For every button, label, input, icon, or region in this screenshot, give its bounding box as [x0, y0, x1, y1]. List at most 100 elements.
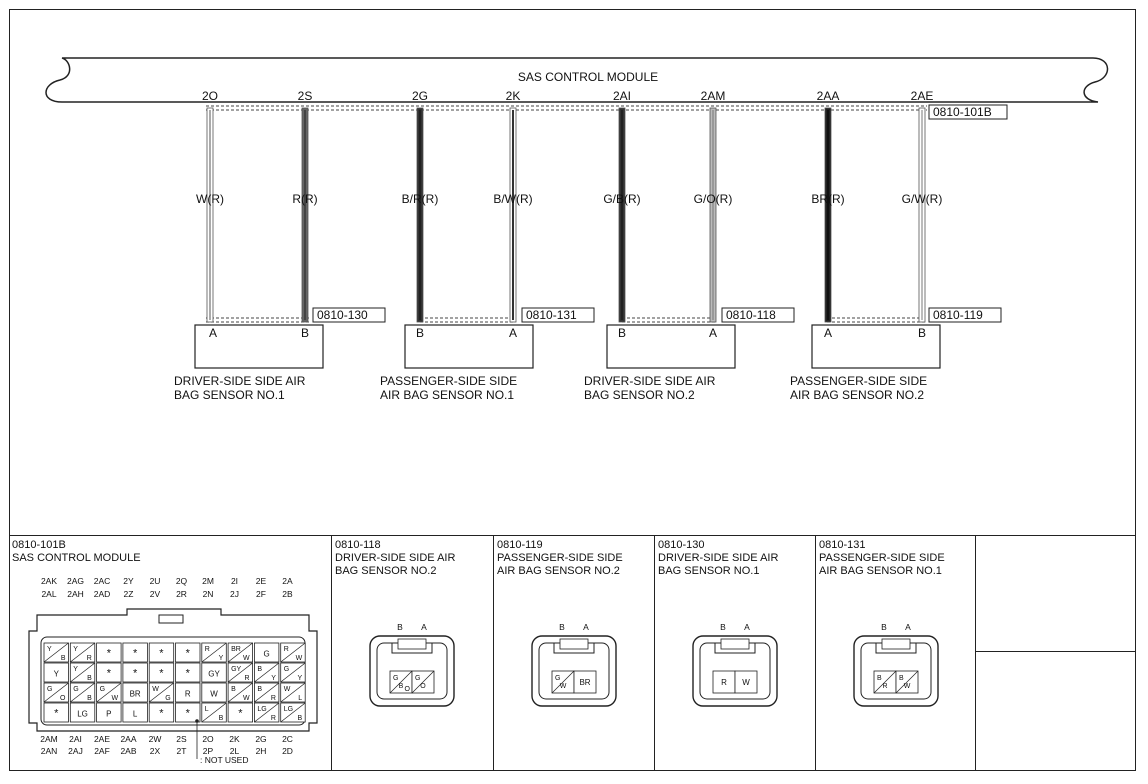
module-latch: [158, 614, 184, 624]
module-cavity-color: *: [159, 668, 164, 680]
sensor-pin-2-B: B: [416, 326, 424, 340]
sensor-ref-3: 0810-118: [726, 308, 776, 322]
module-cavity-3-7: [227, 702, 254, 723]
terminal-label-2: 2S: [298, 89, 313, 103]
module-cavity-color: Y: [54, 670, 60, 679]
module-cavity-divider: [280, 642, 306, 663]
module-cavity-3-1: [69, 702, 96, 723]
not-used-dot: [195, 719, 199, 723]
sensor-view-cavity-color: B: [899, 675, 904, 682]
sensor-view-cavity-divider: [411, 670, 435, 694]
sensor-ref-box-4: [928, 307, 1002, 323]
module-cavity-color: *: [54, 708, 59, 720]
module-cavity-2-3: [122, 682, 148, 703]
module-cavity-stripe: W: [243, 655, 250, 662]
module-cavity-stripe: B: [61, 655, 66, 662]
module-pin-top-1-2E: 2E: [256, 576, 267, 586]
module-cavity-divider: [280, 682, 306, 703]
module-cavity-divider: [280, 662, 306, 683]
module-cavity-stripe: R: [271, 695, 276, 702]
terminal-label-1: 2O: [202, 89, 218, 103]
sensor-view-latch: [391, 643, 433, 654]
module-cavity-color: *: [159, 708, 164, 720]
module-cavity-color: G: [47, 686, 52, 693]
module-cavity-3-5: [175, 702, 201, 723]
module-cavity-color: *: [133, 648, 138, 660]
module-cavity-1-2: [96, 662, 122, 683]
wire-color-label-5: G/B(R): [603, 192, 640, 206]
module-cavity-color: LG: [257, 706, 266, 713]
wire-color-label-6: G/O(R): [694, 192, 733, 206]
module-cavity-color: W: [152, 686, 159, 693]
sensor-view-pin-label-B: B: [397, 622, 403, 632]
module-pin-bottom-1-2AA: 2AA: [120, 734, 136, 744]
module-pin-top-1-2AG: 2AG: [67, 576, 84, 586]
module-cavity-stripe: B: [87, 675, 92, 682]
module-pin-top-1-2U: 2U: [150, 576, 161, 586]
sensor-view-code-2: 0810-119: [497, 539, 543, 551]
module-cavity-stripe: Y: [219, 655, 224, 662]
module-cavity-3-4: [148, 702, 175, 723]
sensor-pin-4-B: B: [918, 326, 926, 340]
module-cavity-divider: [70, 642, 96, 663]
module-title: SAS CONTROL MODULE: [518, 70, 658, 84]
module-bar: [45, 57, 1109, 103]
module-cavity-1-4: [148, 662, 175, 683]
module-cavity-color: *: [107, 668, 112, 680]
module-cavity-stripe: R: [245, 675, 250, 682]
sensor-ref-box-2: [521, 307, 595, 323]
module-pin-top-1-2A: 2A: [282, 576, 293, 586]
module-cavity-color: B: [257, 686, 262, 693]
wire-color-label-1: W(R): [196, 192, 224, 206]
sensor-view-cavity-color: G: [415, 675, 420, 682]
sensor-view-lock: [397, 638, 427, 650]
sensor-view-latch: [553, 643, 595, 654]
module-cavity-color: *: [238, 708, 243, 720]
module-pin-bottom-2-2P: 2P: [203, 746, 214, 756]
sensor-view-latch: [875, 643, 917, 654]
wire-color-label-3: B/R(R): [402, 192, 439, 206]
module-cavity-divider: [254, 662, 280, 683]
module-pin-bottom-2-2AF: 2AF: [94, 746, 110, 756]
module-pin-top-2-2J: 2J: [230, 589, 239, 599]
module-pin-top-2-2B: 2B: [282, 589, 293, 599]
sensor-view-cavity-stripe: R: [882, 683, 887, 690]
module-pin-bottom-1-2W: 2W: [149, 734, 162, 744]
module-pin-bottom-1-2C: 2C: [282, 734, 293, 744]
sensor-view-cavity-divider: [389, 670, 413, 694]
sensor-view-cavity-extra: O: [405, 686, 411, 693]
wire-color-label-8: G/W(R): [902, 192, 943, 206]
module-pin-bottom-1-2G: 2G: [255, 734, 266, 744]
sensor-view-name-4: PASSENGER-SIDE SIDE AIR BAG SENSOR NO.1: [819, 552, 945, 577]
sensor-view-cavity-1: [573, 670, 597, 694]
views-divider: [9, 535, 1136, 536]
sensor-view-pin-label-B: B: [559, 622, 565, 632]
sensor-ref-4: 0810-119: [933, 308, 983, 322]
module-cavity-divider: [254, 682, 280, 703]
module-cavity-2-5: [175, 682, 201, 703]
wire-color-label-7: BR(R): [811, 192, 844, 206]
module-pin-bottom-2-2X: 2X: [150, 746, 161, 756]
module-cavity-color: *: [159, 648, 164, 660]
module-cavity-color: Y: [73, 666, 78, 673]
module-pin-bottom-2-2D: 2D: [282, 746, 293, 756]
sensor-view-pin-label-A: A: [583, 622, 589, 632]
module-ref: 0810-101B: [933, 105, 992, 119]
sensor-view-name-3: DRIVER-SIDE SIDE AIR BAG SENSOR NO.1: [658, 552, 779, 577]
sensor-view-code-3: 0810-130: [658, 539, 705, 551]
module-cavity-divider: [43, 682, 69, 703]
module-cavity-divider: [70, 682, 96, 703]
module-cavity-divider: [227, 642, 253, 663]
sensor-view-pin-label-A: A: [905, 622, 911, 632]
sensor-view-lock: [720, 638, 750, 650]
module-pin-top-1-2AC: 2AC: [94, 576, 111, 586]
module-pin-top-1-2Q: 2Q: [176, 576, 188, 586]
sensor-view-panel-2: 0810-119 PASSENGER-SIDE SIDE AIR BAG SEN…: [494, 535, 655, 771]
sensor-view-cavity-divider: [551, 670, 575, 694]
module-cavity-stripe: R: [87, 655, 92, 662]
module-cavity-0-2: [96, 642, 122, 663]
